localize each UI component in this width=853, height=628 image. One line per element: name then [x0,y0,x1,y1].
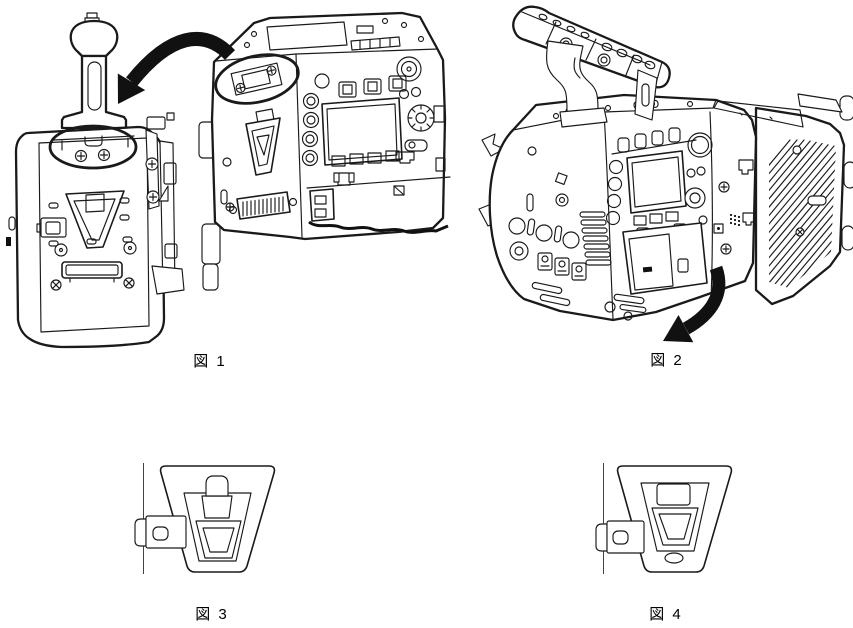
mount-latch [595,520,645,554]
attach-arrow-icon [117,32,236,104]
battery-adapter-illustration [6,12,185,349]
figure-2-label: 図 2 [650,352,684,369]
camera-with-handle-illustration [478,5,804,322]
camera-rear-illustration [198,11,451,291]
mount-latch [134,515,187,549]
figure-3-wedge-detail [134,463,276,574]
figure-4-wedge-detail [595,463,733,574]
figure-4-label: 図 4 [649,606,683,623]
figure-1-label: 図 1 [193,353,227,370]
extension-module-illustration [754,93,853,306]
detach-arrow-icon [663,265,726,343]
figure-1-illustration [6,11,451,349]
figure-2-illustration [478,5,853,343]
figure-3-label: 図 3 [195,606,229,623]
